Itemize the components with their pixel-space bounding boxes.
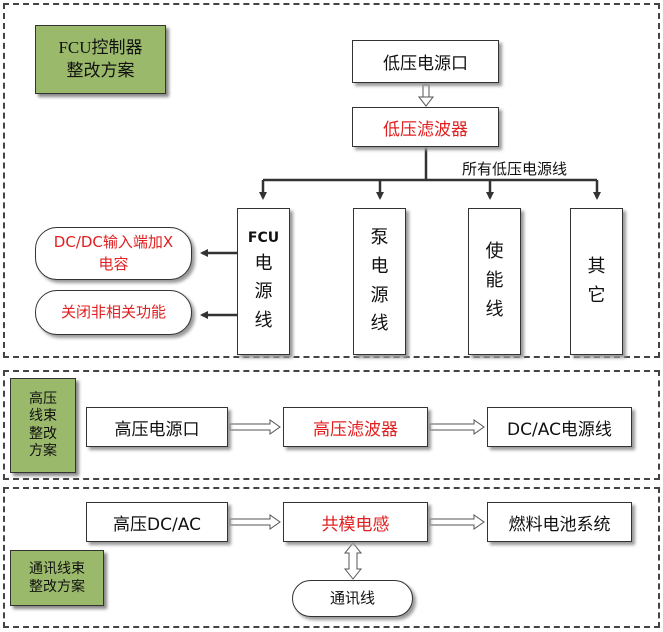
hv-power-port: 高压电源口 [86,407,228,447]
hv-port-to-filter-arrow [229,419,281,435]
pump-char: 线 [370,313,389,335]
fcu-power-char: 源 [254,281,273,303]
fuel-cell-system: 燃料电池系统 [487,502,632,542]
comm-line: 通讯线 [292,580,413,617]
dcac-power-line: DC/AC电源线 [487,407,632,447]
comm-section-frame [3,487,660,628]
hv-dcac: 高压DC/AC [86,502,228,542]
lv-power-port: 低压电源口 [352,40,499,83]
hv-section-frame [3,370,660,480]
fcu-section-label: FCU控制器 整改方案 [35,25,166,94]
pump-char: 电 [370,255,389,277]
fcu-power-char: 电 [254,252,273,274]
other-char: 它 [587,284,606,306]
lv-port-to-filter-arrow [417,84,435,107]
pump-char: 源 [370,284,389,306]
enable-char: 使 [485,241,504,263]
pump-char: 泵 [370,226,389,248]
lv-filter: 低压滤波器 [352,107,499,147]
pump-power-line-box: 泵 电 源 线 [353,208,406,355]
enable-char: 线 [485,298,504,320]
hv-filter: 高压滤波器 [283,407,428,447]
enable-line-box: 使 能 线 [468,208,521,355]
enable-char: 能 [485,270,504,292]
hv-section-label: 高压 线束 整改 方案 [10,378,76,473]
dcdc-x-capacitor-action: DC/DC输入端加X 电容 [35,227,192,280]
hv-filter-to-dcac-arrow [429,419,485,435]
choke-comm-double-arrow [343,542,363,580]
other-lines-box: 其 它 [570,208,623,355]
choke-to-fuelcell-arrow [429,514,485,530]
fcu-power-line-prefix: FCU [247,230,280,247]
dcac-to-choke-arrow [229,514,281,530]
fcu-section-frame [3,3,660,358]
other-char: 其 [587,255,606,277]
comm-section-label: 通讯线束 整改方案 [10,550,104,606]
all-lv-lines-label: 所有低压电源线 [462,160,568,178]
close-unrelated-functions-action: 关闭非相关功能 [35,290,192,335]
fcu-power-line-box: FCU 电 源 线 [237,208,290,355]
fcu-power-char: 线 [254,310,273,332]
common-mode-choke: 共模电感 [283,502,428,542]
